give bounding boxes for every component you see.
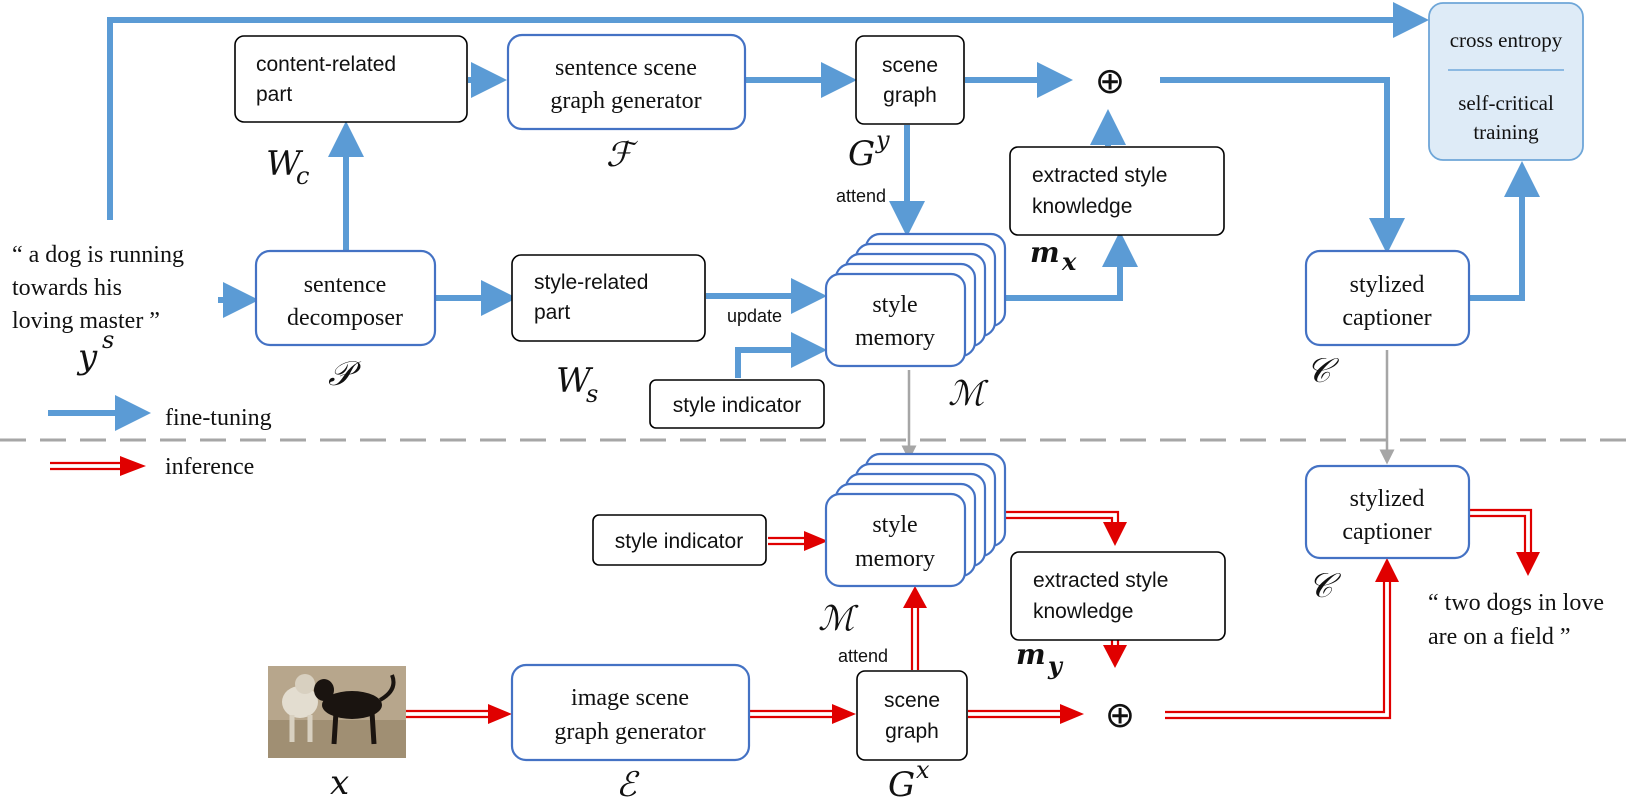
training-label: training	[1473, 120, 1539, 144]
scene-graph-bottom-label-1: scene	[884, 689, 940, 712]
style-related-part-box: style-related part	[511, 254, 706, 342]
style-memory-top-label-2: memory	[855, 325, 935, 351]
symbol-Wc: W c	[266, 144, 309, 190]
legend-inference-label: inference	[165, 454, 254, 480]
attend-bottom-label: attend	[838, 646, 888, 666]
sentence-sg-gen-label-2: graph generator	[550, 88, 701, 114]
symbol-F: ℱ	[606, 135, 639, 175]
output-sentence-line-2: are on a field ”	[1428, 624, 1571, 650]
symbol-Ws: W s	[556, 361, 598, 408]
inference-arrows	[50, 456, 1540, 724]
captioner-bottom-label-1: stylized	[1350, 486, 1425, 512]
svg-text:s: s	[586, 380, 598, 408]
image-scene-graph-generator-box: image scene graph generator	[510, 663, 751, 762]
style-memory-bottom-label-2: memory	[855, 546, 935, 572]
symbol-P: 𝒫	[328, 354, 362, 394]
extracted-top-label-1: extracted style	[1032, 164, 1167, 187]
captioner-top-label-2: captioner	[1342, 305, 1431, 331]
style-indicator-top-box: style indicator	[649, 379, 825, 429]
svg-text:s: s	[102, 326, 114, 354]
stylized-captioner-bottom-box: stylized captioner	[1304, 464, 1471, 560]
symbol-C-top: 𝒞	[1306, 351, 1340, 391]
style-memory-top-stack: style memory	[824, 232, 1007, 368]
input-image-thumbnail	[268, 666, 406, 758]
captioner-bottom-label-2: captioner	[1342, 519, 1431, 545]
style-memory-top-label-1: style	[872, 292, 917, 318]
input-sentence-line-3: loving master ”	[12, 308, 160, 334]
extracted-bottom-label-1: extracted style	[1033, 569, 1168, 592]
style-indicator-bottom-label: style indicator	[615, 530, 743, 553]
extracted-bottom-label-2: knowledge	[1033, 600, 1133, 623]
scene-graph-top-label-1: scene	[882, 54, 938, 77]
scene-graph-bottom-label-2: graph	[885, 720, 939, 743]
cross-entropy-label: cross entropy	[1450, 28, 1563, 52]
symbol-ys: y s	[76, 326, 114, 377]
extracted-style-knowledge-top-box: extracted style knowledge	[1009, 146, 1225, 236]
svg-text:G: G	[888, 765, 915, 805]
svg-text:G: G	[848, 134, 875, 174]
decomposer-label-1: sentence	[304, 272, 387, 298]
image-sg-gen-label-2: graph generator	[554, 719, 705, 745]
output-sentence-line-1: “ two dogs in love	[1428, 590, 1604, 616]
symbol-mx: m x	[1030, 236, 1077, 276]
content-related-label-1: content-related	[256, 53, 396, 76]
input-sentence-line-2: towards his	[12, 275, 122, 301]
content-related-part-box: content-related part	[234, 35, 468, 123]
sentence-scene-graph-generator-box: sentence scene graph generator	[506, 33, 747, 131]
symbol-C-bottom: 𝒞	[1308, 566, 1342, 606]
extracted-style-knowledge-bottom-box: extracted style knowledge	[1010, 551, 1226, 641]
oplus-top-symbol: ⊕	[1095, 61, 1125, 102]
stylized-captioner-top-box: stylized captioner	[1304, 249, 1471, 347]
captioner-top-label-1: stylized	[1350, 272, 1425, 298]
svg-text:y: y	[76, 337, 98, 377]
scene-graph-top-box: scene graph	[855, 35, 965, 125]
scene-graph-top-label-2: graph	[883, 84, 937, 107]
update-label: update	[727, 306, 782, 326]
svg-text:c: c	[296, 162, 309, 190]
input-sentence: “ a dog is running towards his loving ma…	[12, 242, 184, 334]
style-indicator-top-label: style indicator	[673, 394, 801, 417]
svg-text:W: W	[556, 361, 594, 401]
svg-text:W: W	[266, 144, 304, 184]
image-sg-gen-label-1: image scene	[571, 685, 689, 711]
scene-graph-bottom-box: scene graph	[856, 670, 968, 761]
symbol-Gy: G y	[848, 126, 890, 174]
symbol-M-top: ℳ	[948, 374, 989, 414]
svg-text:m: m	[1030, 236, 1060, 269]
attend-top-label: attend	[836, 186, 886, 206]
output-sentence: “ two dogs in love are on a field ”	[1428, 590, 1604, 650]
decomposer-label-2: decomposer	[287, 305, 403, 331]
style-memory-bottom-stack: style memory	[824, 452, 1007, 588]
oplus-bottom-symbol: ⊕	[1105, 695, 1135, 736]
symbol-my: m y	[1016, 638, 1064, 680]
cross-entropy-training-box: cross entropy self-critical training	[1428, 2, 1584, 161]
sentence-decomposer-box: sentence decomposer	[254, 249, 437, 347]
symbol-E: ℰ	[616, 765, 640, 805]
extracted-top-label-2: knowledge	[1032, 195, 1132, 218]
content-related-label-2: part	[256, 83, 292, 106]
self-critical-label: self-critical	[1458, 91, 1554, 115]
style-related-label-2: part	[534, 301, 570, 324]
fine-tuning-arrows	[48, 2, 1540, 431]
svg-text:y: y	[875, 126, 890, 154]
svg-text:y: y	[1047, 651, 1064, 680]
symbol-Gx: G x	[888, 756, 930, 805]
style-indicator-bottom-box: style indicator	[592, 514, 767, 566]
svg-text:m: m	[1016, 638, 1046, 671]
style-memory-bottom-label-1: style	[872, 512, 917, 538]
style-related-label-1: style-related	[534, 271, 648, 294]
legend-fine-tuning-label: fine-tuning	[165, 405, 272, 431]
svg-text:x: x	[1061, 247, 1077, 276]
symbol-x: x	[330, 763, 349, 803]
input-sentence-line-1: “ a dog is running	[12, 242, 184, 268]
svg-text:x: x	[916, 756, 930, 784]
symbol-M-bottom: ℳ	[818, 599, 859, 639]
sentence-sg-gen-label-1: sentence scene	[555, 55, 697, 81]
